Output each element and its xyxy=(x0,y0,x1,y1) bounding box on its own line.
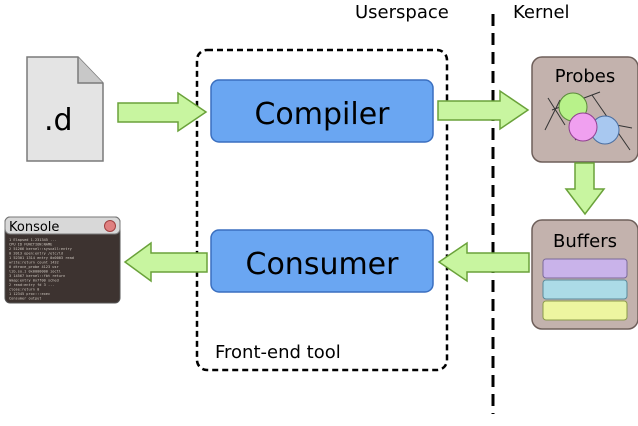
d-file-label: .d xyxy=(44,103,73,138)
terminal-line: write:return count 1432 xyxy=(9,261,59,265)
arrow-file-to-compiler xyxy=(117,91,208,133)
probes-icon xyxy=(544,91,633,151)
terminal-line: 3 14567 kernel::fbt return xyxy=(9,274,65,278)
konsole-title: Konsole xyxy=(9,220,59,235)
buffer-yellow xyxy=(542,300,628,321)
buffer-cyan xyxy=(542,279,628,300)
frontend-tool-label: Front-end tool xyxy=(215,342,341,363)
compiler-box: Compiler xyxy=(210,79,434,143)
terminal-line: Consumer output xyxy=(9,297,41,301)
close-icon xyxy=(104,220,116,232)
terminal-line: mmap:entry 0x7f00 sched xyxy=(9,279,59,283)
konsole-window: Konsole 1 Elapsed 1.231345 ... CPU ID FU… xyxy=(4,216,121,304)
consumer-label: Consumer xyxy=(246,247,400,282)
arrow-buffers-to-consumer xyxy=(437,241,530,283)
arrow-probes-to-buffers xyxy=(564,162,606,216)
terminal-line: 1 Elapsed 1.231345 ... xyxy=(9,238,57,242)
terminal-output: 1 Elapsed 1.231345 ... CPU ID FUNCTION:N… xyxy=(9,238,74,301)
terminal-line: 0 dtrace_probe 4123 usr xyxy=(9,265,60,269)
arrow-consumer-to-konsole xyxy=(123,241,208,283)
terminal-line: lib.so.1 0x0000000 ioctl xyxy=(9,270,61,274)
buffers-box: Buffers xyxy=(531,219,638,330)
terminal-line: 0 2013 open:entry /etc/ld xyxy=(9,252,63,256)
terminal-line: 1 52301 1314 entry 0x0003 read xyxy=(9,256,74,260)
kernel-label: Kernel xyxy=(513,2,570,23)
buffers-label: Buffers xyxy=(553,231,617,252)
consumer-box: Consumer xyxy=(210,229,434,293)
probes-box: Probes xyxy=(531,56,638,163)
terminal-line: 2 51266 kernel::syscall:entry xyxy=(9,247,73,251)
buffer-purple xyxy=(542,258,628,279)
frontend-tool-boundary xyxy=(195,48,449,372)
terminal-line: 2 read:entry fd 3 ... xyxy=(9,283,54,287)
arrow-compiler-to-probes xyxy=(437,89,530,131)
terminal-line: CPU ID FUNCTION:NAME xyxy=(9,243,52,247)
terminal-line: close:return 0 xyxy=(9,288,39,292)
terminal-line: 1 12345 proc:::exec xyxy=(9,292,50,296)
userspace-label: Userspace xyxy=(355,2,449,23)
compiler-label: Compiler xyxy=(254,97,390,132)
probes-label: Probes xyxy=(555,66,615,87)
d-file-icon: .d xyxy=(26,56,104,162)
